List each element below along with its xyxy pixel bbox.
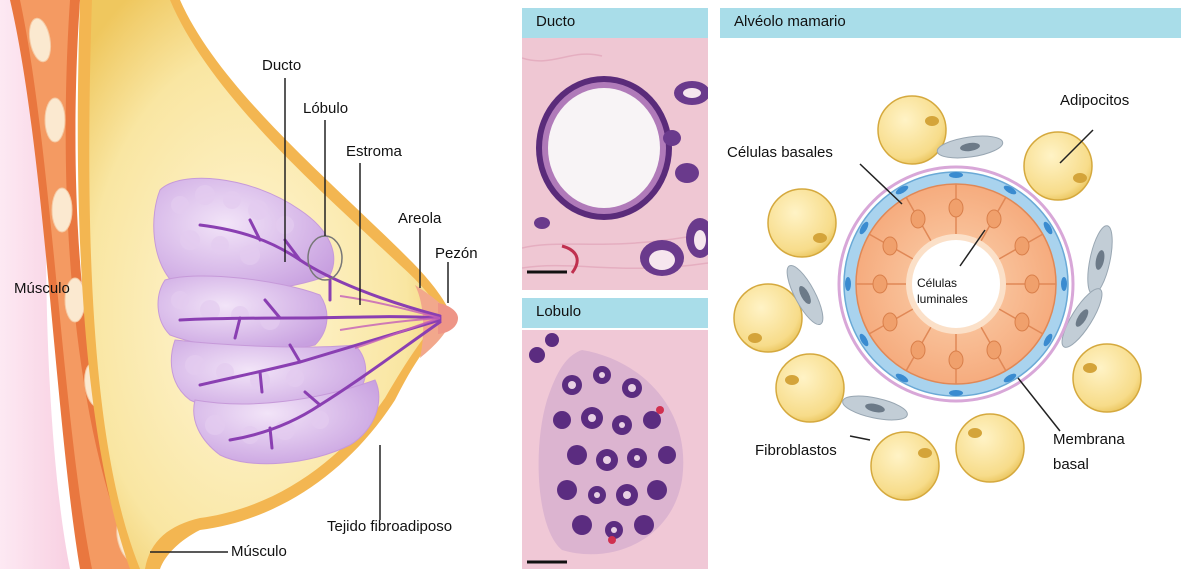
label-fibroblastos: Fibroblastos — [755, 442, 837, 459]
label-membrana: Membrana — [1053, 431, 1125, 448]
label-tejido-fibroadiposo: Tejido fibroadiposo — [327, 518, 452, 535]
label-pezon: Pezón — [435, 245, 478, 262]
label-celulas-basales: Células basales — [727, 144, 833, 161]
ducto-header: Ducto — [522, 8, 708, 38]
lobulo-header: Lobulo — [522, 298, 708, 328]
label-celulas-luminales-1: Células — [917, 276, 957, 290]
label-musculo-bottom: Músculo — [231, 543, 287, 560]
label-estroma: Estroma — [346, 143, 402, 160]
label-adipocitos: Adipocitos — [1060, 92, 1129, 109]
alveolo-header: Alvéolo mamario — [720, 8, 1181, 38]
breast-illustration — [0, 0, 510, 569]
label-ducto: Ducto — [262, 57, 301, 74]
lobulo-micrograph — [522, 330, 708, 569]
breast-anatomy-panel: Ducto Lóbulo Estroma Areola Pezón Múscul… — [0, 0, 510, 569]
label-musculo-left: Músculo — [14, 280, 70, 297]
label-celulas-luminales-2: luminales — [917, 292, 968, 306]
alveolo-diagram: Adipocitos Células basales Células lumin… — [720, 38, 1181, 569]
ducto-micrograph — [522, 38, 708, 290]
label-basal: basal — [1053, 456, 1089, 473]
label-areola: Areola — [398, 210, 441, 227]
label-lobulo: Lóbulo — [303, 100, 348, 117]
